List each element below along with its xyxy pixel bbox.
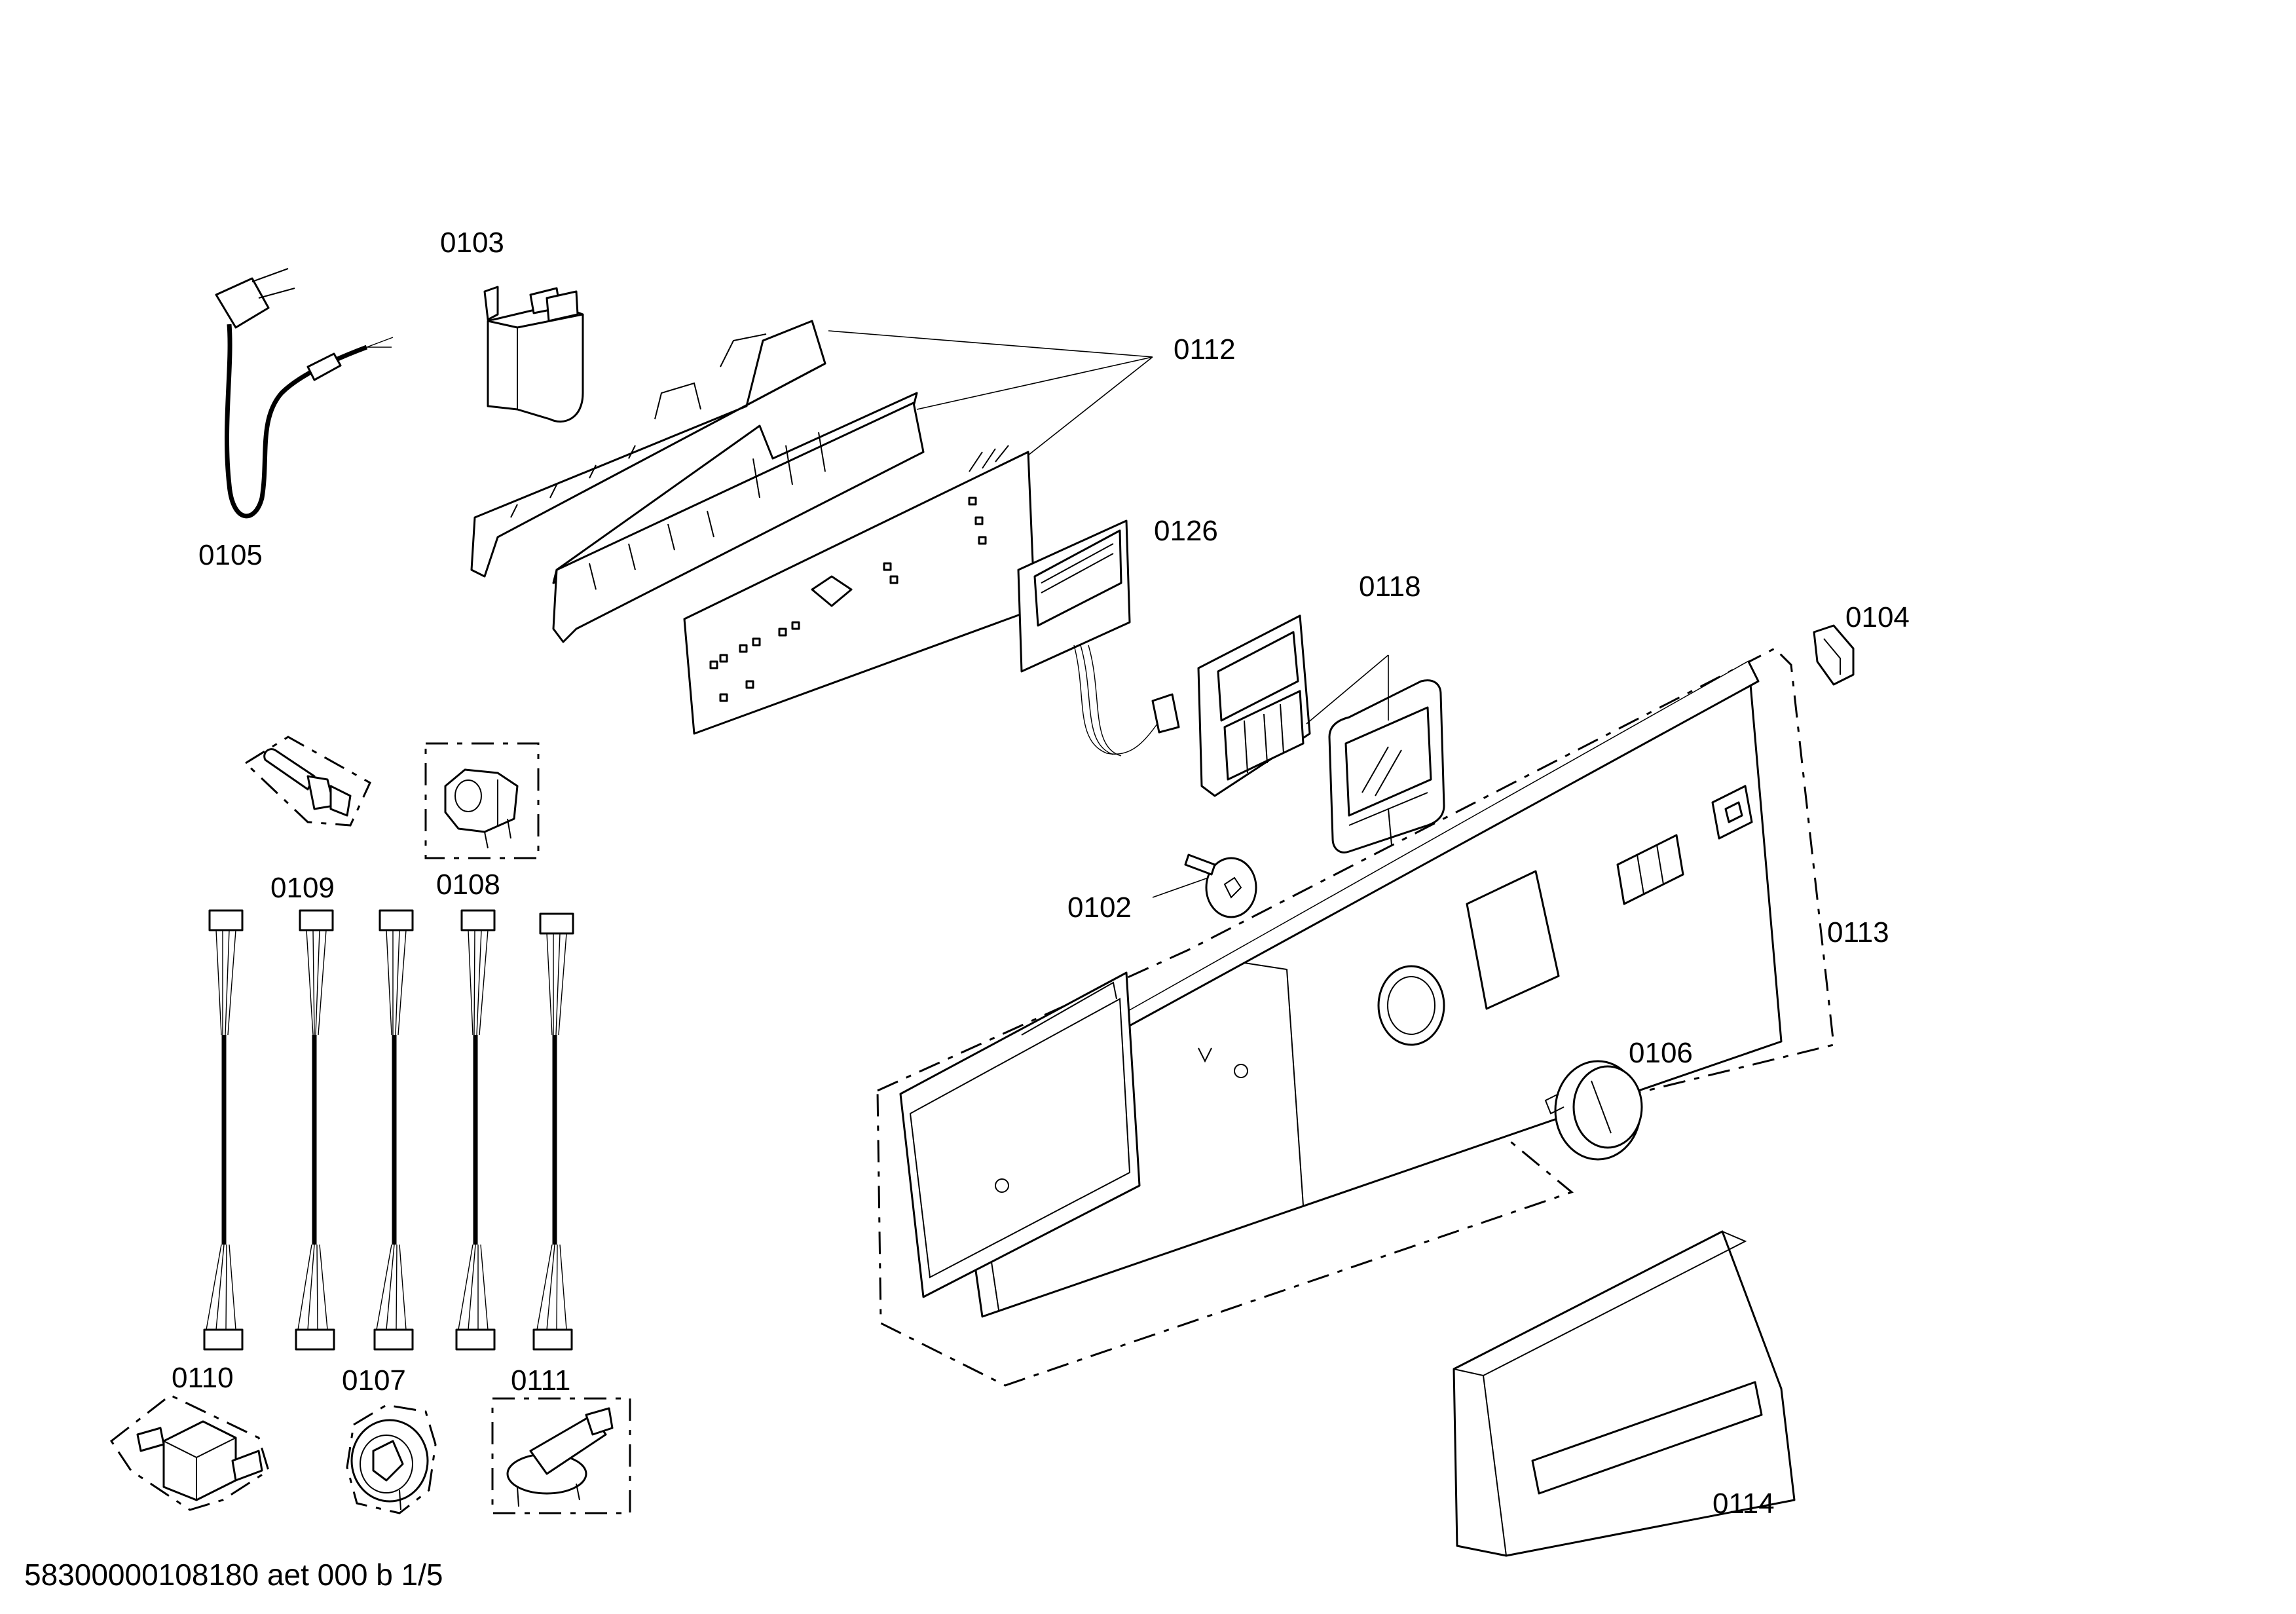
wire-harness-2 (295, 909, 335, 1351)
wire-harness-3 (373, 909, 414, 1351)
display-module-0126 (1017, 519, 1180, 757)
part-labels: 0103 0112 0105 0126 0118 0104 0109 0108 … (172, 227, 1910, 1520)
label-0118: 0118 (1359, 571, 1421, 603)
label-0107: 0107 (342, 1364, 406, 1397)
pressure-switch-0107 (346, 1404, 437, 1514)
temperature-sensor-0111 (491, 1397, 631, 1514)
label-0126: 0126 (1154, 515, 1218, 547)
drawer-handle-0114 (1453, 1230, 1796, 1557)
label-0102: 0102 (1067, 891, 1132, 924)
display-frame-0118 (1197, 614, 1311, 797)
program-knob-0106 (1544, 1060, 1643, 1161)
label-0104: 0104 (1845, 601, 1910, 633)
label-0110: 0110 (172, 1362, 234, 1394)
label-0114: 0114 (1713, 1488, 1775, 1520)
label-0106: 0106 (1629, 1037, 1693, 1069)
label-0109: 0109 (270, 872, 335, 904)
display-lens-0118 (1328, 679, 1445, 854)
selector-switch-0108 (424, 742, 540, 859)
sensor-0109 (244, 736, 371, 827)
document-footer: 58300000108180 aet 000 b 1/5 (24, 1558, 443, 1592)
label-0108: 0108 (436, 869, 500, 901)
label-0113: 0113 (1827, 916, 1889, 948)
fascia-panel-0113 (876, 647, 1835, 1387)
power-cord-0105 (215, 268, 394, 519)
knob-spindle-0102 (1184, 854, 1257, 918)
wire-harness-set (203, 909, 574, 1351)
wire-harness-1 (203, 909, 244, 1351)
door-lock-0110 (109, 1394, 270, 1511)
label-0105: 0105 (198, 539, 263, 571)
wire-harness-4 (455, 909, 496, 1351)
wire-harness-5 (532, 912, 574, 1351)
label-0111: 0111 (511, 1364, 570, 1397)
label-0103: 0103 (440, 227, 504, 259)
clip-0104 (1813, 624, 1855, 686)
leader-lines (828, 330, 1389, 898)
label-0112: 0112 (1174, 333, 1236, 366)
suppressor-0103 (483, 286, 584, 423)
pcb-dots (709, 497, 987, 702)
